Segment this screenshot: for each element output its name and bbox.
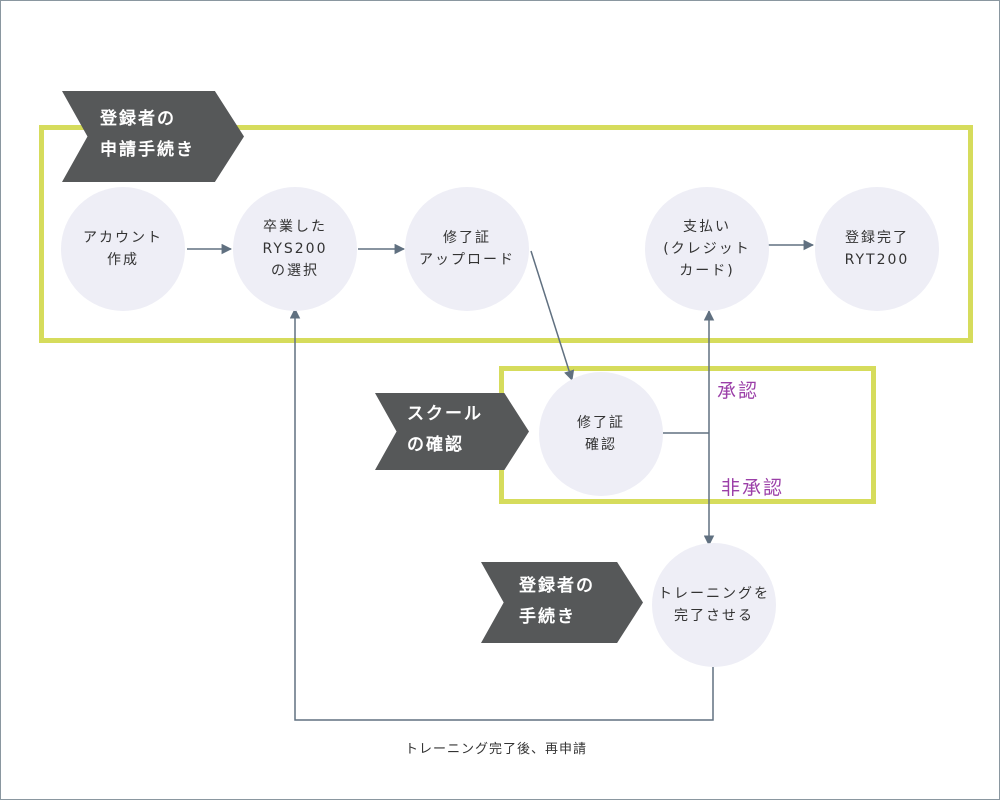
arrow-upload-to-confirm (530, 250, 575, 382)
node-text: 卒業した (263, 219, 327, 235)
school-confirmation-tag: スクール の確認 (375, 393, 529, 470)
node-text: 登録完了 (845, 230, 909, 246)
tag-line: の確認 (407, 435, 464, 455)
node-create-account: アカウント 作成 (61, 187, 185, 311)
node-text: カード) (679, 263, 735, 279)
node-text: RYT200 (844, 252, 910, 268)
node-text: 確認 (585, 437, 617, 453)
tag-line: 登録者の (519, 576, 595, 596)
reapply-caption: トレーニング完了後、再申請 (405, 742, 588, 757)
node-text: RYS200 (262, 241, 328, 257)
node-select-rys: 卒業した RYS200 の選択 (233, 187, 357, 311)
registrant-application-tag: 登録者の 申請手続き (62, 91, 244, 182)
node-text: 修了証 (443, 230, 491, 246)
node-text: 作成 (107, 252, 139, 268)
node-text: アップロード (419, 252, 515, 268)
node-confirm-certificate: 修了証 確認 (539, 372, 663, 496)
approve-label: 承認 (717, 380, 760, 402)
node-registration-complete: 登録完了 RYT200 (815, 187, 939, 311)
node-text: 完了させる (674, 608, 754, 624)
reject-label: 非承認 (721, 477, 785, 499)
node-text: の選択 (271, 263, 319, 279)
registrant-procedure-tag: 登録者の 手続き (481, 562, 643, 643)
node-text: アカウント (83, 230, 163, 246)
node-payment: 支払い (クレジット カード) (645, 187, 769, 311)
node-text: 支払い (683, 219, 731, 235)
node-complete-training: トレーニングを 完了させる (652, 543, 776, 667)
node-text: (クレジット (663, 241, 751, 257)
node-upload-certificate: 修了証 アップロード (405, 187, 529, 311)
node-text: トレーニングを (658, 586, 770, 602)
tag-line: 申請手続き (100, 140, 195, 160)
tag-line: スクール (407, 404, 483, 424)
tag-line: 登録者の (100, 109, 176, 129)
registrant-application-group (39, 125, 973, 343)
tag-line: 手続き (519, 607, 576, 627)
node-text: 修了証 (577, 415, 625, 431)
arrow-reapply-loop (289, 307, 714, 721)
